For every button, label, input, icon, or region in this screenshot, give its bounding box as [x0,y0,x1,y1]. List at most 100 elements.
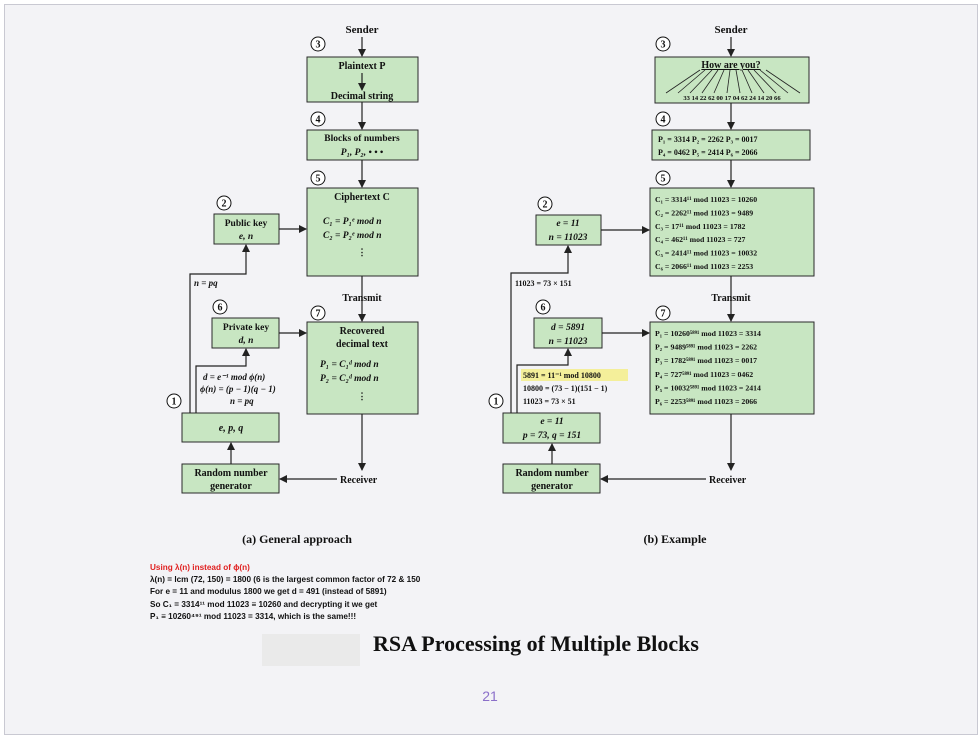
transmit-label-example: Transmit [711,293,751,304]
d-formula: d = e⁻¹ mod ϕ(n) [203,372,265,382]
ciphertext-example-box [649,187,815,277]
svg-text:⋮: ⋮ [358,247,367,257]
ciphertext-title: Ciphertext C [334,192,390,203]
phi-calc: 10800 = (73 − 1)(151 − 1) [523,384,608,393]
ciphertext-line-4: C₄ = 462¹¹ mod 11023 = 727 [655,235,746,244]
step-number-7: 7 [316,309,321,320]
receiver-label: Receiver [340,475,378,486]
page-number: 21 [482,688,498,704]
p2-formula: P₂ = C₂ᵈ mod n [320,374,379,384]
d-calc: 5891 = 11⁻¹ mod 10800 [523,371,601,380]
decimal-string-label: Decimal string [331,91,394,102]
n-pq-label: n = pq [194,278,218,288]
slide [4,4,978,735]
step-number-5: 5 [661,174,666,185]
blocks-example-box [651,129,811,161]
phi-formula: ϕ(n) = (p − 1)(q − 1) [200,384,276,394]
step-number-3: 3 [316,40,321,51]
n-calc: 11023 = 73 × 51 [523,397,576,406]
example-diagram: Sender How are you? 33 14 22 62 00 17 04… [502,24,815,546]
note-line-2: λ(n) = lcm (72, 150) = 1800 (6 is the la… [150,575,421,585]
public-key-box [213,213,280,245]
blocks-values: P₁, P₂, • • • [341,148,384,158]
rng-example-box [502,463,601,494]
recovered-line-6: P₆ = 2253⁵⁸⁹¹ mod 11023 = 2066 [655,397,757,406]
highlight [521,369,628,381]
ciphertext-line-2: C₂ = 2262¹¹ mod 11023 = 9489 [655,208,753,217]
public-key-values: e, n [239,232,253,242]
digit-string: 33 14 22 62 00 17 04 62 24 14 20 66 [683,95,781,102]
recovered-line-1: P₁ = 10260⁵⁸⁹¹ mod 11023 = 3314 [655,329,761,338]
n-formula: n = pq [230,396,254,406]
rng-label-1: Random number [194,468,268,479]
recovered-box [306,321,419,415]
epq-example-box [502,412,601,444]
ciphertext-line-6: C₆ = 2066¹¹ mod 11023 = 2253 [655,262,753,271]
ciphertext-line-5: C₅ = 2414¹¹ mod 11023 = 10032 [655,249,757,258]
blocks-title: Blocks of numbers [324,134,400,144]
ciphertext-line-3: C₃ = 17¹¹ mod 11023 = 1782 [655,222,746,231]
public-n: n = 11023 [549,233,588,243]
note-line-4: So C₁ = 3314¹¹ mod 11023 ≡ 10260 and dec… [150,599,378,609]
step-circle-1 [488,393,504,409]
step-number-5: 5 [316,174,321,185]
title-mask [262,634,360,666]
step-circle-5 [655,170,671,186]
step-number-4: 4 [661,115,666,126]
blocks-box [306,129,419,161]
rng-example-label-1: Random number [515,468,589,479]
c2-formula: C₂ = P₂ᵉ mod n [323,231,381,241]
note-line-1: Using λ(n) instead of ϕ(n) [150,563,250,572]
step-circle-4 [310,111,326,127]
private-key-values: d, n [239,336,254,346]
svg-text:⋮: ⋮ [358,391,367,401]
step-number-6: 6 [218,303,223,314]
step-number-7: 7 [661,309,666,320]
plaintext-example-box [654,56,810,104]
c1-formula: C₁ = P₁ᵉ mod n [323,217,381,227]
step-number-4: 4 [316,115,321,126]
recovered-line-4: P₄ = 727⁵⁸⁹¹ mod 11023 = 0462 [655,370,753,379]
recovered-lines: P₁ = 10260⁵⁸⁹¹ mod 11023 = 3314 P₂ = 9489… [655,329,761,406]
recovered-line-2: P₂ = 9489⁵⁸⁹¹ mod 11023 = 2262 [655,343,757,352]
transmit-label: Transmit [342,293,382,304]
step-circle-7 [655,305,671,321]
step-circle-3 [310,36,326,52]
plaintext-label: Plaintext P [339,61,386,72]
step-number-1: 1 [172,397,177,408]
recovered-line-3: P₃ = 1782⁵⁸⁹¹ mod 11023 = 0017 [655,356,757,365]
ciphertext-box [306,187,419,277]
rng-label-2: generator [210,481,252,492]
blocks-example-1: P₁ = 3314 P₂ = 2262 P₃ = 0017 [658,135,758,144]
receiver-label-example: Receiver [709,475,747,486]
step-circle-6 [212,299,228,315]
recovered-title-1: Recovered [340,326,385,337]
epq-box [181,412,280,443]
rng-box [181,463,280,494]
blocks-example-2: P₄ = 0462 P₅ = 2414 P₆ = 2066 [658,148,758,157]
private-key-label: Private key [223,323,269,333]
note-line-3: For e = 11 and modulus 1800 we get d = 4… [150,587,387,597]
private-d: d = 5891 [551,323,585,333]
rng-example-label-2: generator [531,481,573,492]
step-circle-7 [310,305,326,321]
step-number-2: 2 [543,200,548,211]
step-circle-1 [166,393,182,409]
factor-label: 11023 = 73 × 151 [515,279,572,288]
step-circle-4 [655,111,671,127]
sender-label-example: Sender [715,24,748,36]
recovered-line-5: P₅ = 10032⁵⁸⁹¹ mod 11023 = 2414 [655,383,761,392]
step-circle-2 [216,195,232,211]
epq-pq: p = 73, q = 151 [522,431,581,441]
plaintext-example: How are you? [701,60,760,71]
ciphertext-line-1: C₁ = 3314¹¹ mod 11023 = 10260 [655,195,757,204]
recovered-example-box [649,321,815,415]
private-n: n = 11023 [549,337,588,347]
lambda-note: Using λ(n) instead of ϕ(n) λ(n) = lcm (7… [150,562,420,623]
ciphertext-lines: C₁ = 3314¹¹ mod 11023 = 10260 C₂ = 2262¹¹… [655,195,757,271]
step-number-3: 3 [661,40,666,51]
note-line-5: P₁ ≡ 10260⁴⁹¹ mod 11023 = 3314, which is… [150,611,357,621]
step-circle-3 [655,36,671,52]
p1-formula: P₁ = C₁ᵈ mod n [320,360,379,370]
